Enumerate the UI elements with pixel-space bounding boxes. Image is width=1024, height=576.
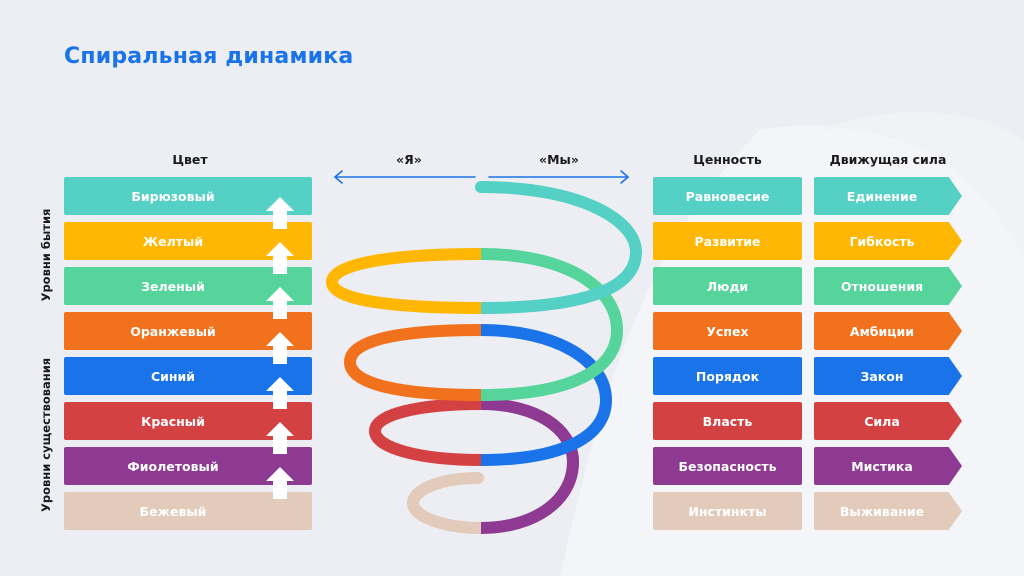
page-title: Спиральная динамика	[64, 44, 354, 69]
side-label-existence: Уровни существования	[39, 357, 53, 512]
force-bar: Выживание	[814, 492, 962, 530]
color-label: Оранжевый	[130, 323, 216, 339]
color-label: Красный	[141, 413, 205, 429]
force-bar: Отношения	[814, 267, 962, 305]
up-arrow-icon	[266, 332, 294, 364]
color-label: Бежевый	[139, 503, 207, 519]
value-bar: Порядок	[653, 357, 802, 395]
value-bar: Власть	[653, 402, 802, 440]
axis-label-self: «Я»	[396, 152, 422, 167]
color-bar-beige: Бежевый	[64, 492, 312, 530]
axis-arrow-left-icon	[333, 170, 476, 184]
axis-arrow-right-icon	[488, 170, 630, 184]
force-bar: Закон	[814, 357, 962, 395]
side-label-being: Уровни бытия	[39, 208, 53, 302]
value-bar: Развитие	[653, 222, 802, 260]
value-bar: Безопасность	[653, 447, 802, 485]
up-arrow-icon	[266, 377, 294, 409]
color-label: Бирюзовый	[131, 188, 215, 204]
value-bar: Инстинкты	[653, 492, 802, 530]
header-value: Ценность	[693, 152, 762, 167]
force-bar: Единение	[814, 177, 962, 215]
up-arrow-icon	[266, 467, 294, 499]
up-arrow-icon	[266, 287, 294, 319]
up-arrow-icon	[266, 242, 294, 274]
force-bar: Амбиции	[814, 312, 962, 350]
value-bar: Люди	[653, 267, 802, 305]
header-color: Цвет	[172, 152, 208, 167]
up-arrow-icon	[266, 197, 294, 229]
value-bar: Равновесие	[653, 177, 802, 215]
force-bar: Сила	[814, 402, 962, 440]
color-label: Синий	[150, 368, 196, 384]
axis-label-we: «Мы»	[539, 152, 579, 167]
force-bar: Мистика	[814, 447, 962, 485]
value-bar: Успех	[653, 312, 802, 350]
header-force: Движущая сила	[829, 152, 947, 167]
color-label: Зеленый	[141, 278, 205, 294]
force-bar: Гибкость	[814, 222, 962, 260]
up-arrow-icon	[266, 422, 294, 454]
color-label: Фиолетовый	[127, 458, 219, 474]
color-label: Желтый	[142, 233, 204, 249]
